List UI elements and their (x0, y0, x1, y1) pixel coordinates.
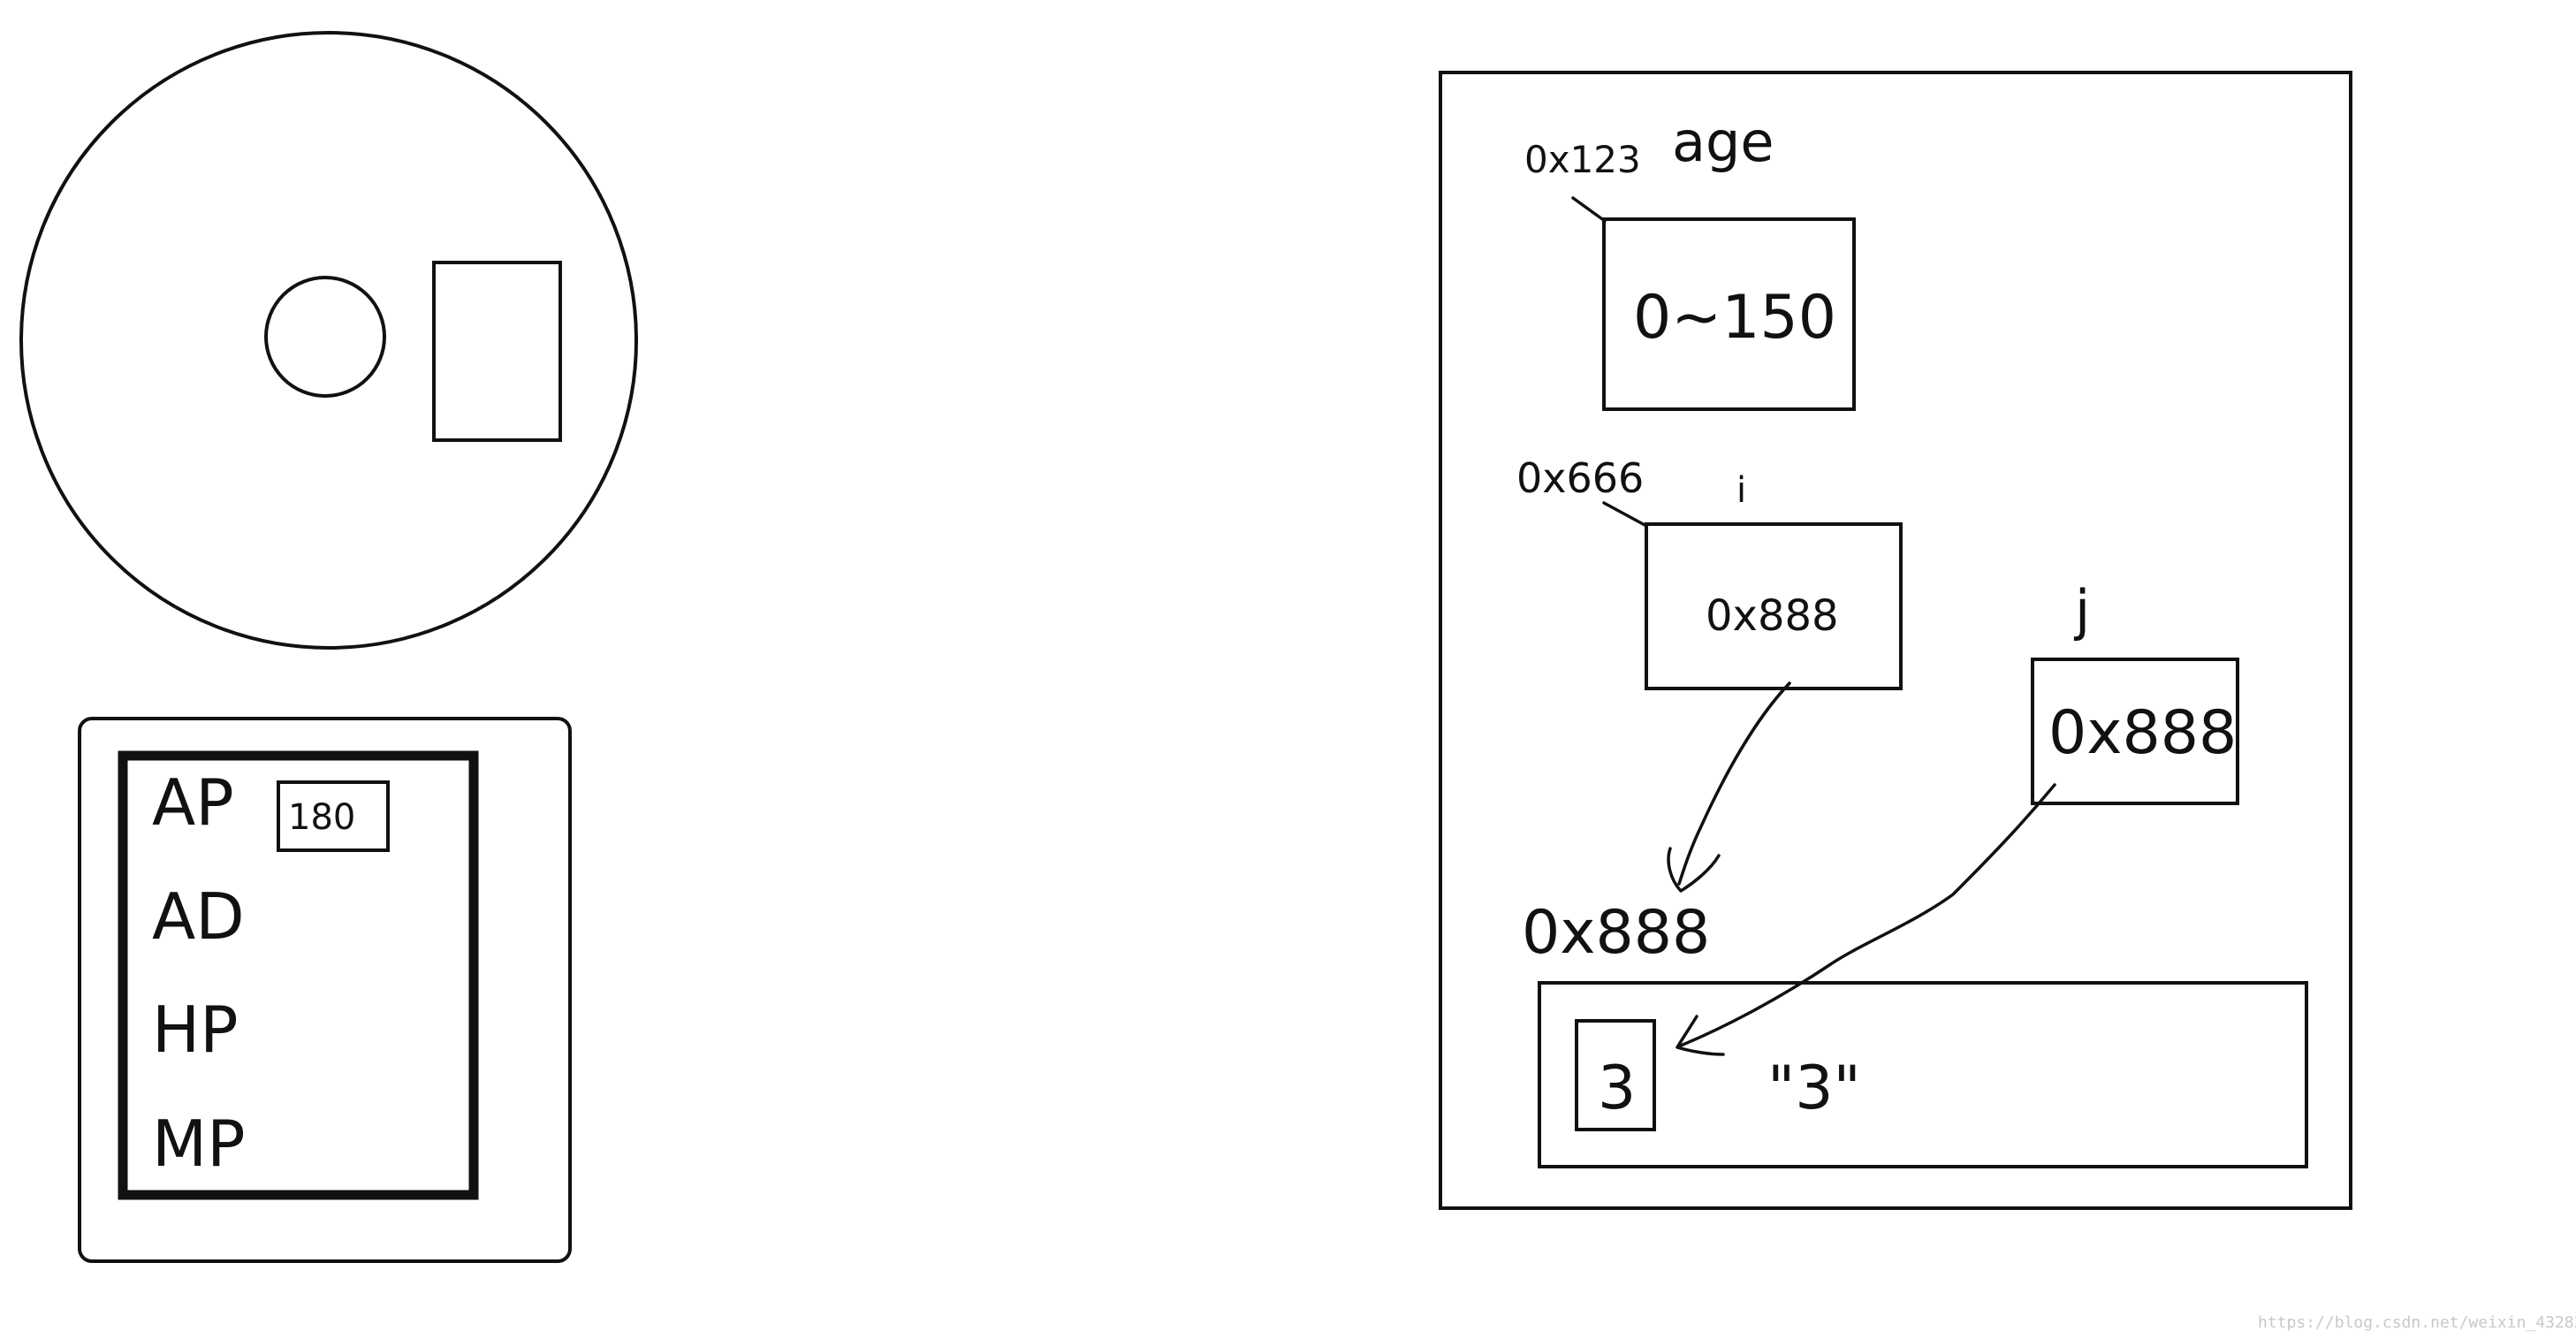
i-value: 0x888 (1706, 591, 1839, 641)
watermark: https://blog.csdn.net/weixin_43283092 (2258, 1313, 2576, 1332)
j-value-box (2031, 658, 2239, 805)
memory-frame (1439, 71, 2352, 1210)
ap-value-box (277, 780, 390, 852)
target-string-value: "3" (1767, 1054, 1861, 1123)
stats-row-ad: AD (152, 879, 245, 954)
inner-circle (264, 276, 386, 398)
stats-row-hp: HP (152, 993, 239, 1067)
age-address-label: 0x123 (1524, 138, 1641, 181)
outer-disc (19, 31, 638, 650)
stats-card-inner-frame (118, 750, 479, 1200)
j-arrow-head (1676, 1015, 1725, 1056)
inner-rectangle (432, 261, 562, 442)
age-value: 0~150 (1633, 283, 1836, 353)
stats-card: AP AD HP MP 180 (78, 717, 572, 1263)
age-address-pointer (1571, 196, 1607, 223)
target-address-label: 0x888 (1522, 898, 1710, 968)
i-to-target-arrow (1677, 681, 1791, 886)
stats-card-outer-frame (78, 717, 572, 1263)
memory-diagram: 0x123 age 0~150 0x666 i 0x888 j 0x888 0x… (1439, 71, 2352, 1210)
stats-row-mp: MP (152, 1107, 246, 1181)
i-value-box (1645, 522, 1903, 690)
target-value-box (1575, 1019, 1656, 1131)
target-memory-block (1538, 981, 2308, 1168)
j-to-target-arrow (1679, 783, 2056, 1047)
ap-value: 180 (288, 797, 355, 838)
i-address-label: 0x666 (1516, 454, 1644, 502)
j-value: 0x888 (2048, 698, 2237, 768)
stats-row-ap: AP (152, 765, 234, 840)
target-value: 3 (1598, 1054, 1636, 1123)
age-variable-label: age (1672, 110, 1774, 174)
age-value-box (1602, 217, 1856, 411)
j-variable-label: j (2073, 578, 2090, 643)
i-arrow-head (1667, 847, 1721, 893)
disc-drawing (19, 31, 638, 650)
i-address-pointer (1602, 501, 1648, 528)
i-variable-label: i (1736, 470, 1746, 511)
